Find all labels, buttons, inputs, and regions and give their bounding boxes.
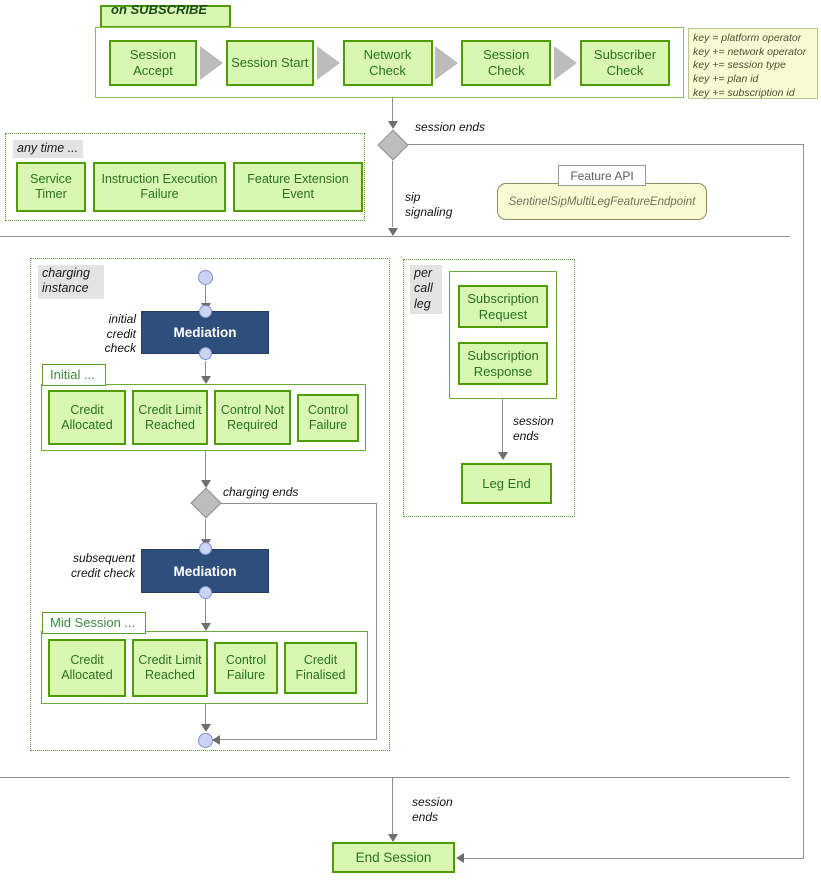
connector-into-end-session <box>464 858 803 859</box>
connector <box>205 361 206 376</box>
arrowhead-icon <box>201 724 211 732</box>
per-call-leg-label: per call leg <box>410 265 442 314</box>
per-call-leg-container: Subscription Request Subscription Respon… <box>449 271 557 399</box>
mid-session-group-label: Mid Session ... <box>42 612 147 634</box>
connector <box>205 451 206 480</box>
connector-bottom-session-ends <box>392 778 393 834</box>
connector-charging-ends <box>376 503 377 740</box>
step-subscriber-check: Subscriber Check <box>580 39 670 86</box>
connector-top-to-diamond <box>392 97 393 121</box>
event-control-failure: Control Failure <box>297 393 359 442</box>
event-credit-finalised: Credit Finalised <box>284 641 357 694</box>
port-circle <box>199 305 212 318</box>
connector <box>502 399 503 452</box>
charging-ends-label: charging ends <box>223 485 299 499</box>
key-note-line: key += plan id <box>693 72 759 85</box>
event-credit-limit-reached: Credit Limit Reached <box>132 390 208 445</box>
feature-api-label: Feature API <box>558 165 646 186</box>
any-time-group: any time ... Service Timer Instruction E… <box>5 133 365 221</box>
key-note-line: key += session type <box>693 59 786 72</box>
event-credit-allocated: Credit Allocated <box>48 638 126 697</box>
step-session-check: Session Check <box>461 39 552 86</box>
key-note: key = platform operator key += network o… <box>688 28 818 99</box>
start-state-circle <box>198 270 213 285</box>
event-subscription-response: Subscription Response <box>458 342 548 385</box>
key-note-line: key = platform operator <box>693 32 802 44</box>
step-network-check: Network Check <box>342 39 433 86</box>
connector <box>205 704 206 724</box>
any-time-label: any time ... <box>13 140 84 159</box>
initial-group-label: Initial ... <box>42 364 106 386</box>
event-control-not-required: Control Not Required <box>214 390 291 445</box>
charging-ends-decision-diamond <box>190 487 222 519</box>
connector-sip-signaling <box>392 161 393 227</box>
arrowhead-icon <box>201 376 211 384</box>
flow-arrow-icon <box>316 45 340 80</box>
flow-arrow-icon <box>199 45 223 80</box>
arrowhead-icon <box>388 228 398 236</box>
key-note-line: key += network operator <box>693 45 807 58</box>
flow-arrow-icon <box>554 45 578 80</box>
end-session-node: End Session <box>332 842 455 873</box>
event-service-timer: Service Timer <box>16 162 86 212</box>
feature-endpoint-node: SentinelSipMultiLegFeatureEndpoint <box>497 183 707 220</box>
connector <box>205 599 206 623</box>
initial-group-container: Credit Allocated Credit Limit Reached Co… <box>41 384 366 451</box>
key-note-line: key += subscription id <box>693 86 795 99</box>
charging-instance-label: charging instance <box>38 265 104 299</box>
arrowhead-icon <box>201 623 211 631</box>
event-control-failure: Control Failure <box>214 641 278 694</box>
arrowhead-icon <box>388 834 398 842</box>
connector-charging-ends <box>221 503 376 504</box>
port-circle <box>199 586 212 599</box>
subsequent-credit-check-label: subsequent credit check <box>70 551 135 580</box>
port-circle <box>199 347 212 360</box>
session-ends-decision-diamond <box>377 129 409 161</box>
arrowhead-icon <box>201 480 211 488</box>
event-instruction-execution-failure: Instruction Execution Failure <box>93 162 226 212</box>
connector-session-ends-right <box>408 144 803 145</box>
step-session-start: Session Start <box>225 39 314 86</box>
sip-signaling-label: sip signaling <box>405 190 453 219</box>
subscribe-lane: Session Accept Session Start Network Che… <box>95 27 684 98</box>
connector-right-return <box>803 144 804 859</box>
arrowhead-icon <box>388 121 398 129</box>
arrowhead-icon <box>212 735 220 745</box>
main-region-top-border <box>0 236 790 237</box>
arrowhead-icon <box>498 452 508 460</box>
event-credit-allocated: Credit Allocated <box>48 390 126 445</box>
charging-instance-group: charging instance initial credit check M… <box>30 258 390 751</box>
connector <box>205 519 206 539</box>
end-state-circle <box>198 733 213 748</box>
event-feature-extension-event: Feature Extension Event <box>233 162 363 212</box>
session-ends-bottom-label: session ends <box>412 795 453 824</box>
main-region-bottom-border <box>0 777 790 778</box>
event-subscription-request: Subscription Request <box>458 285 548 328</box>
initial-credit-check-label: initial credit check <box>104 312 136 356</box>
subscribe-lane-label: on SUBSCRIBE ... <box>100 2 231 32</box>
mediation-node-initial: Mediation <box>141 311 269 354</box>
step-session-accept: Session Accept <box>109 39 197 86</box>
event-leg-end: Leg End <box>461 463 552 504</box>
connector <box>205 285 206 303</box>
port-circle <box>199 542 212 555</box>
per-call-leg-group: per call leg Subscription Request Subscr… <box>403 259 575 517</box>
session-ends-leg-label: session ends <box>513 414 554 443</box>
mid-session-group-container: Credit Allocated Credit Limit Reached Co… <box>41 631 368 704</box>
any-time-events-row: Service Timer Instruction Execution Fail… <box>16 162 363 212</box>
flow-arrow-icon <box>435 45 459 80</box>
session-ends-top-label: session ends <box>415 120 486 134</box>
connector-charging-ends <box>220 739 376 740</box>
event-credit-limit-reached: Credit Limit Reached <box>132 638 208 697</box>
arrowhead-icon <box>456 853 464 863</box>
